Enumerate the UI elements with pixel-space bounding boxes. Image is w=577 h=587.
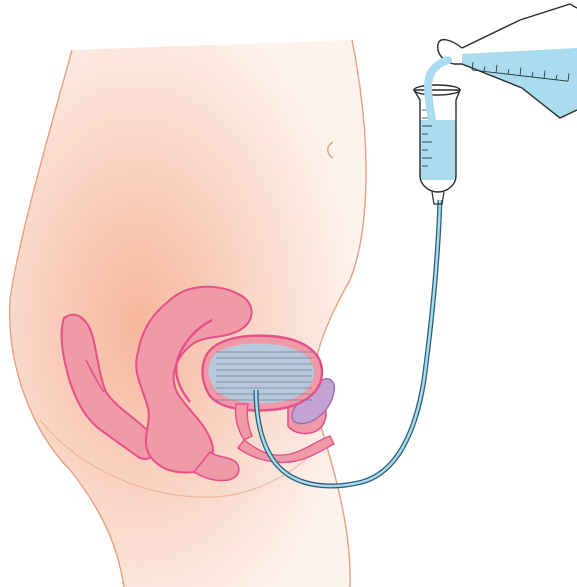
syringe-fluid (420, 120, 456, 182)
measuring-beaker-icon (438, 4, 577, 118)
catheter-syringe-icon (414, 85, 460, 204)
beaker-fluid (462, 48, 577, 118)
